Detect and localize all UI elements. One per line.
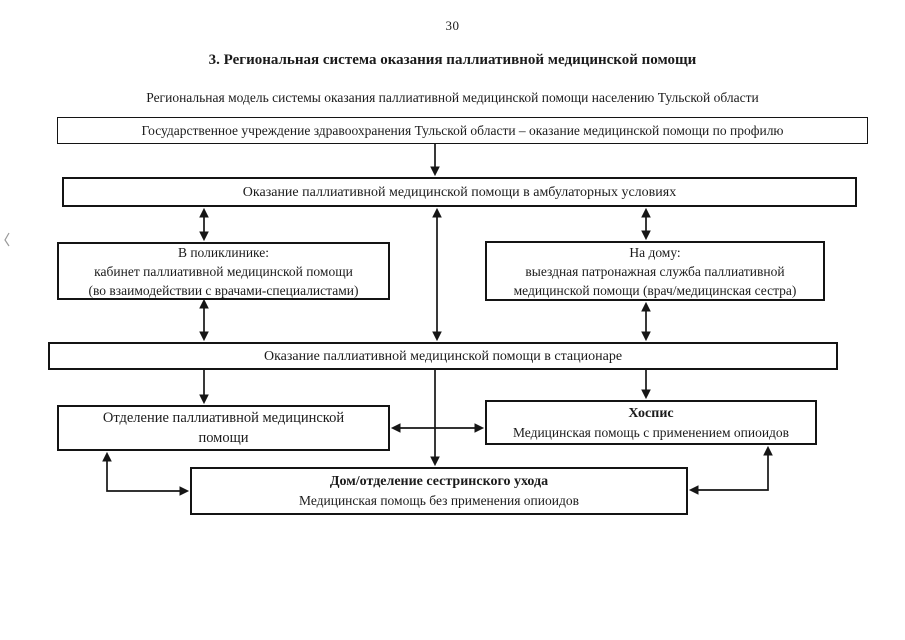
node-text: помощи <box>198 430 249 446</box>
connector-outpatient-homecare-double-arrow <box>641 207 651 241</box>
section-title: 3. Региональная система оказания паллиат… <box>208 52 697 68</box>
connector-outpatient-polyclinic-double-arrow <box>199 207 209 242</box>
node-palliative-department: Отделение паллиативной медицинской помощ… <box>57 405 390 451</box>
node-text: В поликлинике: <box>177 244 270 260</box>
connector-department-hospice-double-arrow <box>390 423 485 433</box>
scan-artifact-mark <box>4 232 10 247</box>
connector-outpatient-inpatient-double-arrow <box>432 207 442 342</box>
node-text: Медицинская помощь без применения опиоид… <box>299 493 579 508</box>
node-hospice: Хоспис Медицинская помощь с применением … <box>485 400 817 445</box>
connector-inpatient-nursinghome-arrow <box>430 370 440 467</box>
node-text: (во взаимодействии с врачами-специалиста… <box>88 282 359 298</box>
node-text: медицинской помощи (врач/медицинская сес… <box>513 282 797 298</box>
connector-hospice-nursinghome-double-arrow <box>688 445 773 495</box>
node-text: кабинет паллиативной медицинской помощи <box>94 263 353 279</box>
node-title: Хоспис <box>628 405 674 421</box>
node-text: выездная патронажная служба паллиативной <box>525 263 785 279</box>
connector-gov-to-outpatient-arrow <box>430 144 440 177</box>
node-text: Оказание паллиативной медицинской помощи… <box>263 348 623 364</box>
connector-inpatient-department-arrow <box>199 370 209 405</box>
connector-polyclinic-inpatient-double-arrow <box>199 298 209 342</box>
node-text: На дому: <box>629 244 681 260</box>
connector-inpatient-hospice-arrow <box>641 370 651 400</box>
page-number: 30 <box>445 18 460 33</box>
node-gov-institution: Государственное учреждение здравоохранен… <box>57 117 868 144</box>
node-nursing-care-home: Дом/отделение сестринского ухода Медицин… <box>190 467 688 515</box>
node-inpatient-care: Оказание паллиативной медицинской помощи… <box>48 342 838 370</box>
connector-department-nursinghome-double-arrow <box>102 451 190 496</box>
node-text: Оказание паллиативной медицинской помощи… <box>242 184 677 200</box>
node-text: Отделение паллиативной медицинской <box>102 410 345 426</box>
node-home-care: На дому: выездная патронажная служба пал… <box>485 241 825 301</box>
connector-homecare-inpatient-double-arrow <box>641 301 651 342</box>
node-title: Дом/отделение сестринского ухода <box>329 474 549 489</box>
node-text: Медицинская помощь с применением опиоидо… <box>512 424 790 440</box>
diagram-caption: Региональная модель системы оказания пал… <box>146 90 759 105</box>
node-text: Государственное учреждение здравоохранен… <box>141 123 784 138</box>
node-outpatient-care: Оказание паллиативной медицинской помощи… <box>62 177 857 207</box>
node-polyclinic: В поликлинике: кабинет паллиативной меди… <box>57 242 390 300</box>
